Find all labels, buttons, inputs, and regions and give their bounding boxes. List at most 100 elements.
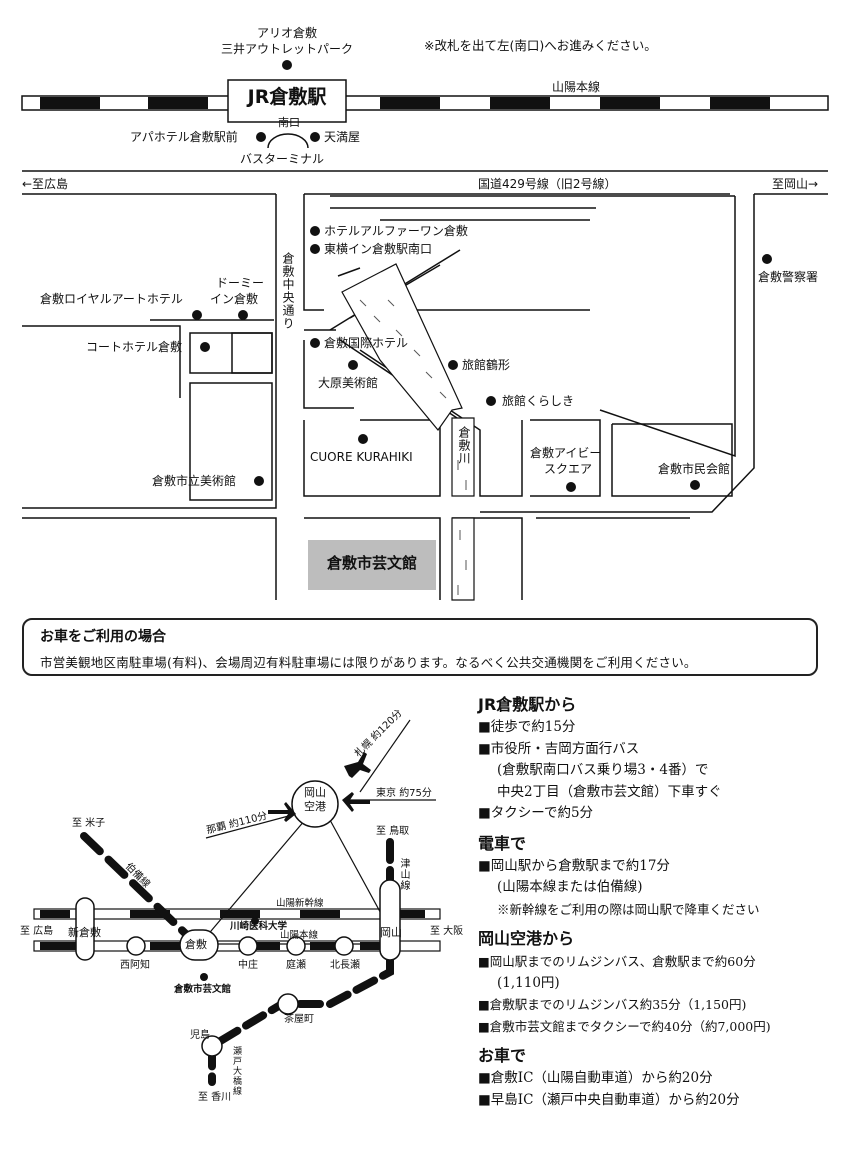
dormy-label-2: イン倉敷 xyxy=(210,292,259,306)
outlet-text: 三井アウトレットパーク xyxy=(220,42,353,56)
sanyo-main-label: 山陽本線 xyxy=(280,930,319,941)
apa-hotel-label: アパホテル倉敷駅前 xyxy=(130,130,238,144)
river-hatch-marks xyxy=(359,299,467,595)
seto-ohashi-label: 瀬戸大橋線 xyxy=(231,1046,241,1096)
access-section-airport: 岡山空港から ■岡山駅までのリムジンバス、倉敷駅まで約60分 (1,110円) … xyxy=(478,927,843,1037)
parking-notice-title: お車をご利用の場合 xyxy=(40,629,166,645)
access-section-car: お車で ■倉敷IC（山陽自動車道）から約20分 ■早島IC（瀬戸中央自動車道）か… xyxy=(478,1044,843,1111)
access-line: 中央2丁目（倉敷市芸文館）下車すぐ xyxy=(497,783,722,800)
toyoko-label: 東横イン倉敷駅南口 xyxy=(324,242,433,256)
cuore-label: CUORE KURAHIKI xyxy=(310,450,413,464)
ivy-label-1: 倉敷アイビー xyxy=(530,446,602,460)
kurashiki-river xyxy=(341,263,475,601)
tenmaya-dot-icon xyxy=(310,132,320,142)
exit-note: ※改札を出て左(南口)へお進みください。 xyxy=(424,38,657,53)
access-heading: 岡山空港から xyxy=(478,929,575,948)
ohara-label: 大原美術館 xyxy=(318,376,379,390)
kawasaki-label: 川崎医科大学 xyxy=(230,921,288,932)
ario-label: アリオ倉敷 xyxy=(226,26,348,40)
nishiachi-label: 西阿知 xyxy=(120,960,150,971)
kurashiki-ryokan-dot-icon xyxy=(486,396,496,406)
niwase-label: 庭瀬 xyxy=(286,960,306,971)
access-section-train: 電車で ■岡山駅から倉敷駅まで約17分 (山陽本線または伯備線) ※新幹線をご利… xyxy=(478,832,843,921)
station-box xyxy=(227,79,347,123)
kurashiki-station-label: 倉敷 xyxy=(185,938,207,951)
court-hotel-dot-icon xyxy=(200,342,210,352)
tokyo-text: 東京 xyxy=(376,788,396,799)
venue-block xyxy=(308,540,436,590)
to-kagawa-label: 至 香川 xyxy=(198,1092,232,1103)
access-line: ■岡山駅から倉敷駅まで約17分 xyxy=(478,857,670,874)
police-label: 倉敷警察署 xyxy=(758,270,819,284)
access-heading: お車で xyxy=(478,1046,527,1065)
sanyo-line-label: 山陽本線 xyxy=(552,80,601,94)
access-info: JR倉敷駅から ■徒歩で約15分 ■市役所・吉岡方面行バス (倉敷駅南口バス乗り… xyxy=(478,693,843,1118)
tokyo-label: 東京 約75分 xyxy=(376,788,432,800)
airport-label-2: 空港 xyxy=(304,800,326,813)
bus-terminal-shape xyxy=(267,133,309,149)
chuo-dori-label: 倉敷中央通り xyxy=(281,252,295,330)
outlet-label: 三井アウトレットパーク xyxy=(196,42,378,56)
parking-notice-body: 市営美観地区南駐車場(有料)、会場周辺有料駐車場には限りがあります。なるべく公共… xyxy=(40,655,697,670)
access-line: (山陽本線または伯備線) xyxy=(497,879,643,895)
ivy-dot-icon xyxy=(566,482,576,492)
parking-notice: お車をご利用の場合 市営美観地区南駐車場(有料)、会場周辺有料駐車場には限りがあ… xyxy=(22,618,818,676)
route-to-hiroshima-label: 至 広島 xyxy=(20,926,54,937)
tenmaya-label: 天満屋 xyxy=(324,130,361,144)
airport-label-1: 岡山 xyxy=(304,786,326,799)
nakasho-label: 中庄 xyxy=(238,960,258,971)
route-map-stations xyxy=(75,780,401,1057)
access-line: ■倉敷駅までのリムジンバス約35分（1,150円) xyxy=(478,997,747,1012)
to-tottori-label: 至 鳥取 xyxy=(376,826,410,837)
street-blocks xyxy=(22,194,755,600)
access-line: ※新幹線をご利用の際は岡山駅で降車ください xyxy=(497,901,760,917)
police-dot-icon xyxy=(762,254,772,264)
hotel-alpha-dot-icon xyxy=(310,226,320,236)
south-exit-label: 南口 xyxy=(278,116,300,129)
to-yonago-label: 至 米子 xyxy=(72,818,106,829)
access-line: ■倉敷市芸文館までタクシーで約40分（約7,000円) xyxy=(478,1018,771,1034)
chayamachi-label: 茶屋町 xyxy=(284,1014,314,1025)
access-section-station: JR倉敷駅から ■徒歩で約15分 ■市役所・吉岡方面行バス (倉敷駅南口バス乗り… xyxy=(478,693,843,825)
access-line: ■倉敷IC（山陽自動車道）から約20分 xyxy=(478,1070,713,1086)
sanyo-main-line-track xyxy=(21,95,829,111)
kokusai-hotel-label: 倉敷国際ホテル xyxy=(324,336,409,350)
dormy-label-1: ドーミー xyxy=(216,276,265,290)
dormy-dot-icon xyxy=(238,310,248,320)
ario-dot-icon xyxy=(282,60,292,70)
access-heading: 電車で xyxy=(478,833,527,853)
route-429-road xyxy=(22,170,828,195)
access-line: (1,110円) xyxy=(497,974,560,991)
access-heading: JR倉敷駅から xyxy=(478,695,577,714)
to-hiroshima-label: ←至広島 xyxy=(22,177,69,191)
access-line: ■岡山駅までのリムジンバス、倉敷駅まで約60分 xyxy=(478,954,756,969)
kojima-label: 児島 xyxy=(190,1030,210,1041)
bus-terminal-label: バスターミナル xyxy=(240,152,325,166)
royal-art-label: 倉敷ロイヤルアートホテル xyxy=(40,292,183,306)
route-venue-label: 倉敷市芸文館 xyxy=(174,984,232,995)
okayama-airport-circle xyxy=(291,780,339,828)
ohara-dot-icon xyxy=(348,360,358,370)
access-line: ■市役所・吉岡方面行バス xyxy=(478,740,640,757)
shinkansen-track xyxy=(33,908,441,920)
apa-dot-icon xyxy=(256,132,266,142)
court-hotel-label: コートホテル倉敷 xyxy=(86,340,183,354)
station-name: JR倉敷駅 xyxy=(247,86,327,108)
access-line: (倉敷駅南口バス乗り場3・4番）で xyxy=(497,762,709,778)
river-label: 倉敷川 xyxy=(457,426,471,465)
route-to-osaka-label: 至 大阪 xyxy=(430,926,464,937)
toyoko-dot-icon xyxy=(310,244,320,254)
tsurugata-label: 旅館鶴形 xyxy=(462,358,511,372)
venue-dot xyxy=(200,973,208,981)
tsuyama-label: 津山線 xyxy=(398,858,409,891)
access-line: ■徒歩で約15分 xyxy=(478,719,576,735)
ivy-label-2: スクエア xyxy=(544,462,593,476)
minkaikan-dot-icon xyxy=(690,480,700,490)
royal-art-dot-icon xyxy=(192,310,202,320)
sanyo-route-track xyxy=(33,940,441,952)
kokusai-dot-icon xyxy=(310,338,320,348)
access-line: ■タクシーで約5分 xyxy=(478,805,594,821)
kitanagase-label: 北長瀬 xyxy=(330,960,360,971)
venue-label: 倉敷市芸文館 xyxy=(326,554,417,572)
